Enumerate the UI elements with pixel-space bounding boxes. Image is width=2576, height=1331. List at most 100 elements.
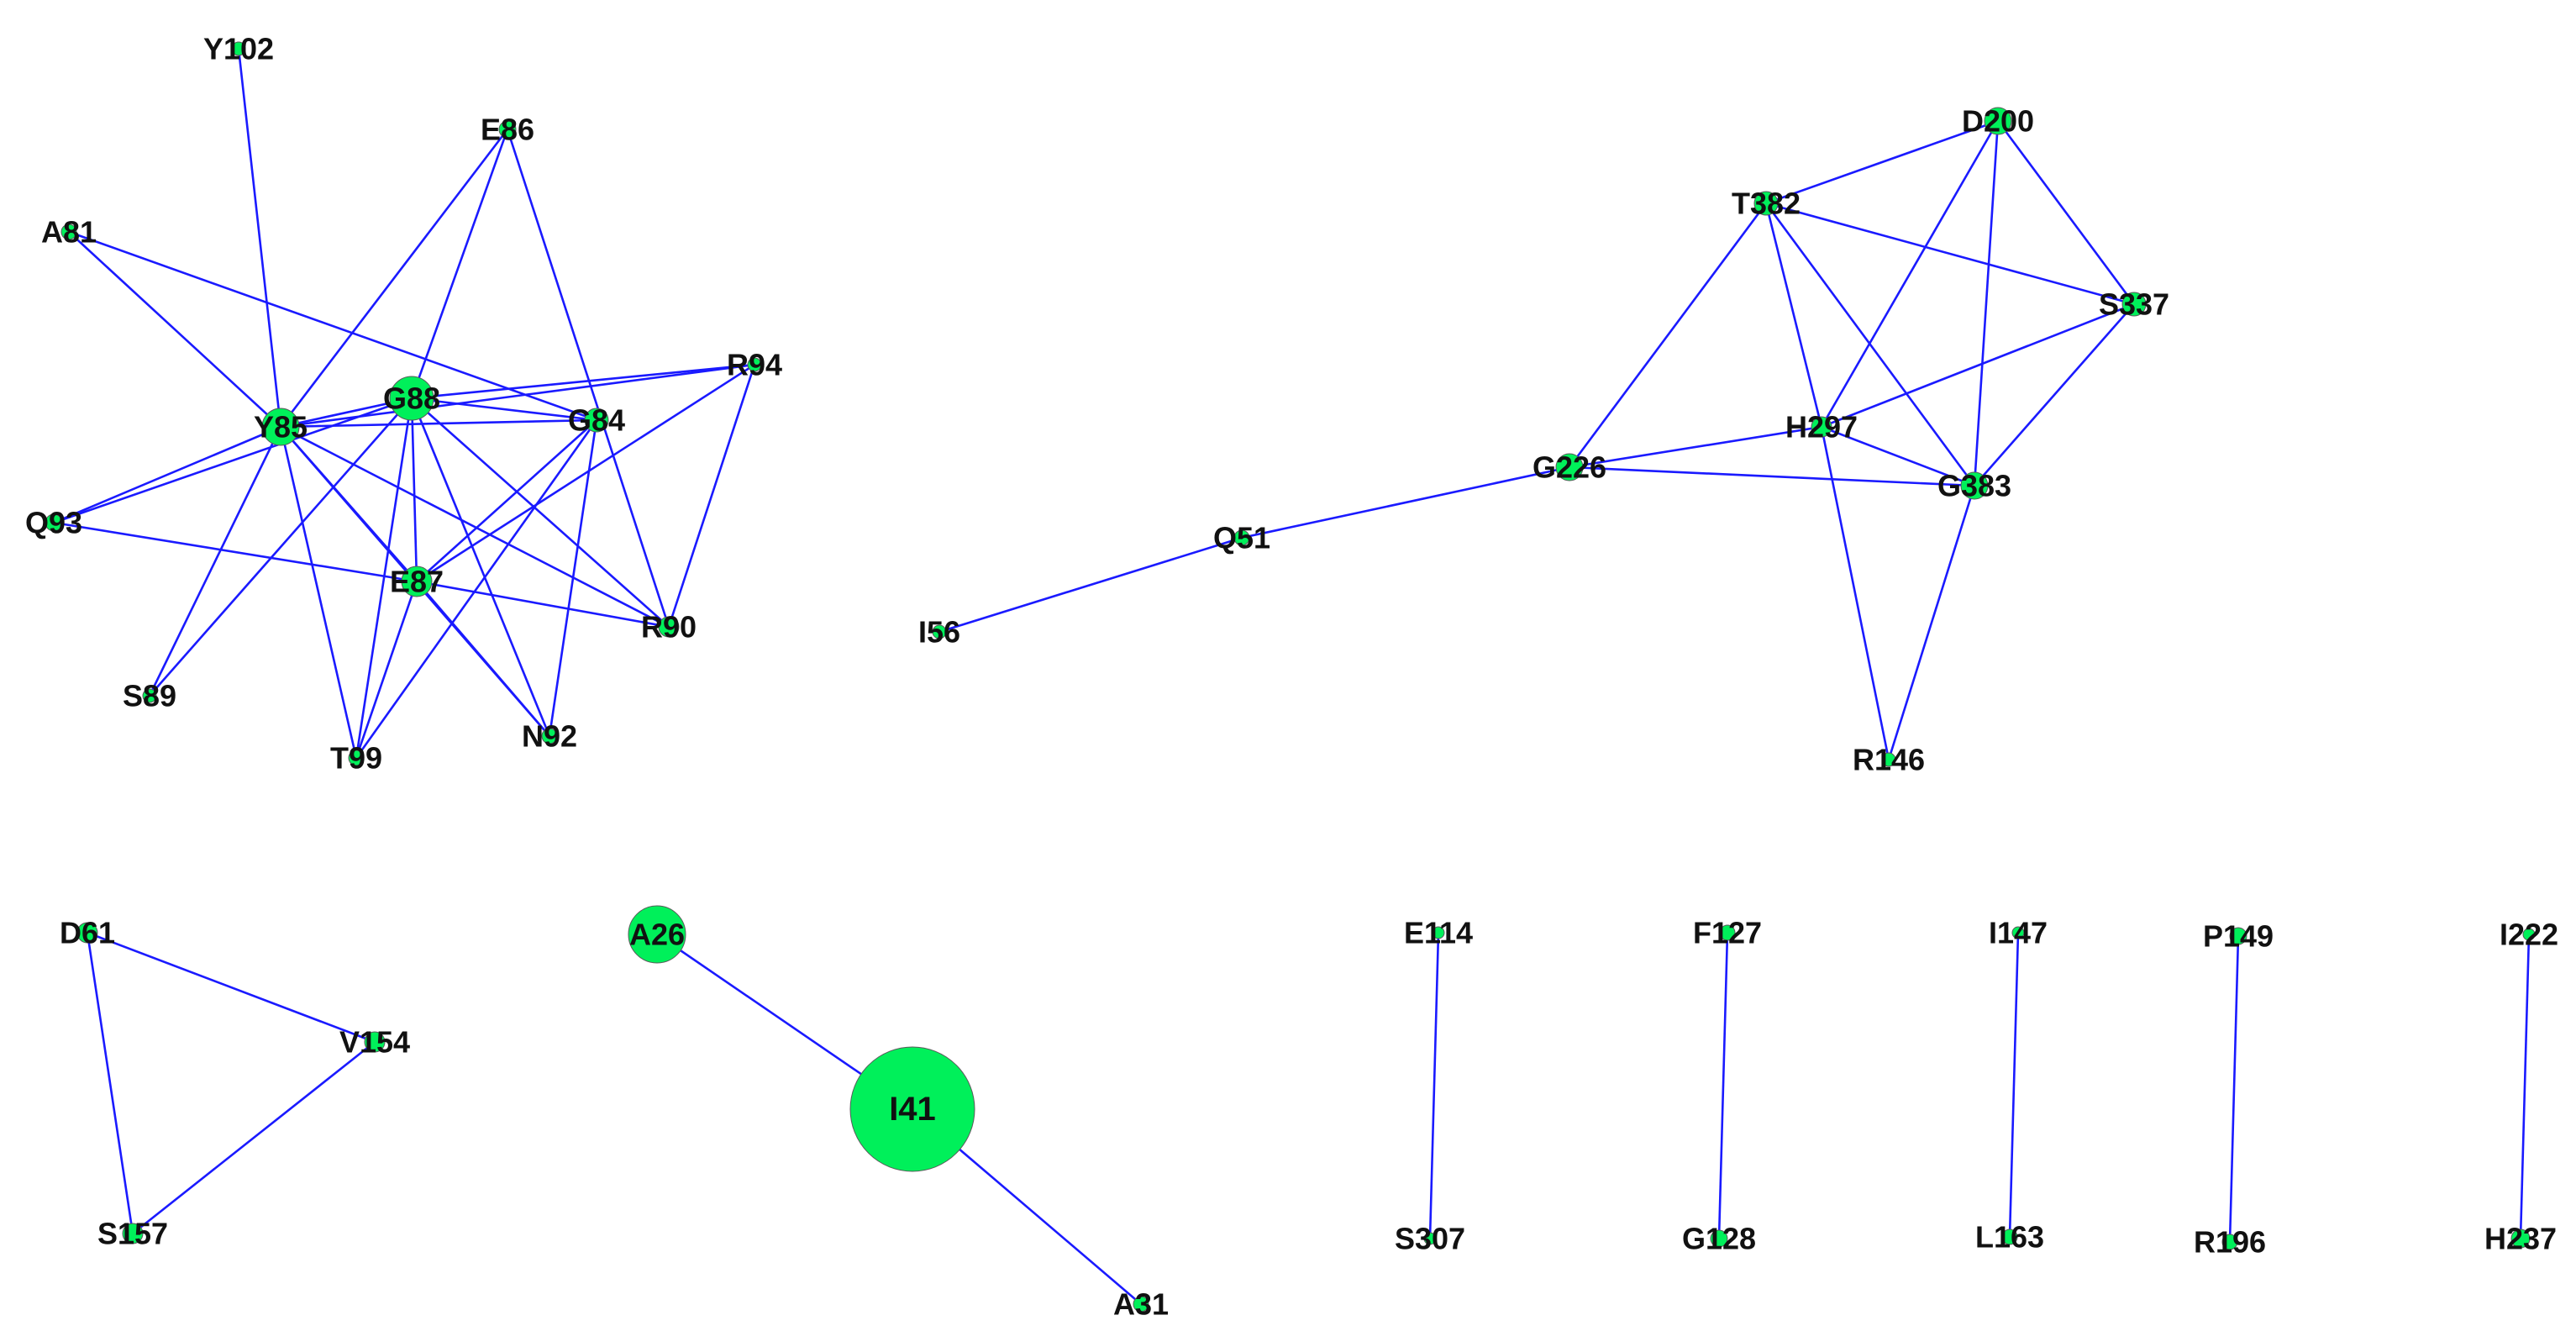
node-circle [1960, 471, 1989, 500]
node-label: R94 [727, 348, 782, 382]
node-q51: Q51 [1213, 521, 1270, 555]
edge-y102-y85 [237, 48, 282, 428]
node-circle [1233, 529, 1250, 546]
node-label: R196 [2194, 1225, 2266, 1260]
node-label: Q93 [25, 506, 82, 540]
node-label: T382 [1732, 187, 1801, 221]
node-circle [658, 616, 680, 638]
node-circle [348, 750, 365, 766]
edge-t382-g226 [1568, 203, 1768, 468]
edge-d200-h297 [1820, 120, 2000, 428]
node-label: D61 [60, 916, 115, 950]
node-label: H297 [1785, 410, 1858, 445]
edge-g88-s89 [149, 397, 413, 697]
node-label: I41 [889, 1091, 936, 1128]
edge-g226-q51 [1241, 466, 1570, 539]
node-l163: L163 [1975, 1220, 2044, 1255]
node-circle [231, 41, 246, 56]
edge-y85-t99 [279, 426, 358, 759]
node-label: I222 [2500, 918, 2558, 952]
edge-e114-s307 [1428, 932, 1440, 1239]
node-r146: R146 [1853, 743, 1925, 777]
node-circle [261, 408, 300, 446]
node-h297: H297 [1785, 410, 1858, 445]
node-a31: A31 [1113, 1287, 1169, 1322]
node-label: F127 [1693, 916, 1762, 950]
edge-d200-s337 [1996, 120, 2136, 305]
node-label: T99 [330, 741, 382, 776]
node-label: A26 [629, 918, 685, 952]
node-circle [1555, 453, 1584, 481]
edge-v154-s157 [132, 1040, 376, 1235]
edge-e86-y85 [279, 129, 509, 428]
edge-e87-n92 [416, 581, 550, 737]
node-circle [1811, 416, 1832, 438]
edge-g88-q93 [53, 397, 413, 524]
node-label: E87 [390, 565, 444, 599]
node-circle [2510, 1228, 2531, 1249]
edge-e86-g88 [410, 129, 509, 399]
node-y102: Y102 [203, 32, 274, 66]
node-circle [2229, 927, 2247, 945]
node-g128: G128 [1682, 1222, 1756, 1256]
node-label: Y85 [254, 410, 308, 445]
node-r94: R94 [727, 348, 782, 382]
node-circle [2121, 292, 2147, 317]
edge-g84-t99 [355, 419, 598, 759]
node-d61: D61 [60, 916, 115, 950]
edge-y85-q93 [53, 425, 281, 524]
node-g84: G84 [568, 403, 625, 438]
edge-layer [53, 48, 2531, 1305]
edge-y85-r90 [280, 425, 670, 629]
edge-g88-r90 [411, 397, 670, 628]
edge-g383-r146 [1887, 485, 1976, 760]
node-h237: H237 [2484, 1222, 2557, 1256]
node-g383: G383 [1937, 469, 2011, 503]
node-label: A31 [1113, 1287, 1169, 1322]
edge-h297-g226 [1569, 425, 1822, 469]
edge-g88-t99 [355, 397, 413, 759]
edge-h297-r146 [1820, 426, 1890, 760]
edge-d61-v154 [87, 931, 376, 1044]
node-circle [541, 728, 558, 744]
node-label: I56 [918, 615, 960, 650]
edge-g88-e87 [410, 397, 418, 582]
node-f127: F127 [1693, 916, 1762, 950]
node-label: L163 [1975, 1220, 2044, 1255]
node-circle [1984, 107, 2012, 135]
node-q93: Q93 [25, 506, 82, 540]
edge-t382-h297 [1764, 203, 1823, 428]
node-y85: Y85 [254, 408, 308, 446]
edge-g84-n92 [548, 419, 598, 737]
node-a81: A81 [41, 215, 97, 250]
node-circle [2011, 926, 2025, 939]
node-circle [122, 1223, 144, 1244]
node-circle [1133, 1296, 1149, 1313]
node-circle [142, 688, 157, 703]
node-s89: S89 [123, 679, 176, 713]
node-circle [1753, 191, 1779, 216]
node-e86: E86 [481, 113, 534, 147]
node-s157: S157 [97, 1217, 168, 1251]
node-circle [498, 120, 517, 139]
node-circle [2001, 1228, 2018, 1245]
edge-i222-h237 [2519, 934, 2531, 1239]
node-e87: E87 [390, 565, 444, 599]
node-circle [747, 357, 762, 372]
node-label: E86 [481, 113, 534, 147]
node-circle [584, 408, 609, 433]
edge-t382-s337 [1765, 202, 2135, 306]
edge-g88-n92 [410, 397, 551, 737]
edge-g88-g84 [411, 397, 597, 422]
node-circle [1423, 1232, 1437, 1245]
edge-y85-r94 [280, 363, 755, 429]
node-s337: S337 [2099, 287, 2169, 322]
edge-i147-l163 [2008, 932, 2020, 1238]
node-v154: V154 [339, 1025, 410, 1060]
node-circle [628, 905, 686, 964]
node-label: D200 [1962, 104, 2034, 139]
edge-g226-g383 [1569, 466, 1975, 487]
edge-y85-g88 [280, 397, 413, 429]
